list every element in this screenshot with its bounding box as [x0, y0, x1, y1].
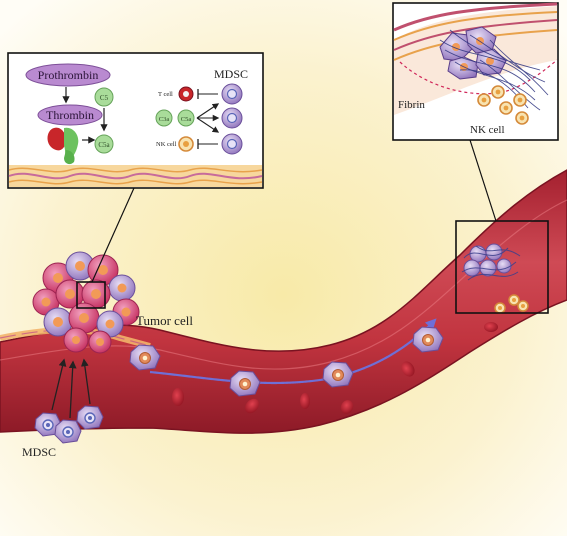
- c5a-small-label: C5a: [181, 116, 192, 123]
- red-blood-cells: [172, 322, 498, 414]
- fibrin-fibers: [439, 29, 549, 111]
- tumor-cell-label: Tumor cell: [136, 313, 193, 328]
- mdsc-cells-outside: [34, 405, 104, 444]
- mdsc-label: MDSC: [22, 445, 56, 459]
- nk-cells-inset: [477, 85, 529, 125]
- circulating-tumor-cells: [129, 326, 444, 397]
- c3a-icon: [155, 109, 173, 127]
- mdsc-icon-3: [221, 133, 243, 155]
- c3a-label: C3a: [159, 116, 170, 123]
- nk-cell-label-left: NK cell: [156, 141, 177, 148]
- thrombin-shape: [37, 104, 103, 126]
- c5a-to-mdsc-arrow-1: [196, 103, 220, 119]
- prothrombin-label: Prothrombin: [38, 68, 99, 82]
- fibrin-inset: Fibrin NK cell: [392, 2, 559, 141]
- mdsc-recruitment-arrows: [51, 358, 91, 419]
- thrombin-enzyme-icon: [47, 127, 79, 165]
- tumor-zoom-box: [76, 281, 106, 309]
- circulation-flow-arrow: [149, 318, 437, 385]
- left-inset-connector: [91, 187, 135, 283]
- fibrin-label: Fibrin: [398, 99, 425, 111]
- c5a-shape: [94, 134, 114, 154]
- thrombin-label: Thrombin: [46, 108, 94, 122]
- right-inset-connector: [469, 139, 497, 222]
- prothrombin-shape: [25, 63, 111, 87]
- c5-shape: [94, 87, 114, 107]
- nk-cell-label-right: NK cell: [470, 124, 505, 136]
- nk-cell-icon-left: [178, 136, 194, 152]
- endothelium-strip: [8, 165, 263, 187]
- c5a-small-icon: [177, 109, 195, 127]
- c5a-label: C5a: [98, 141, 110, 149]
- c5a-to-mdsc-arrow-3: [196, 117, 220, 133]
- tumor-cluster: [32, 251, 140, 354]
- t-cell-icon: [178, 86, 194, 102]
- mdsc-inset-title: MDSC: [214, 67, 248, 81]
- fibrin-zoom-region: [455, 220, 549, 314]
- nk-cells-vessel: [494, 294, 529, 314]
- mdsc-icon-1: [221, 83, 243, 105]
- c5-label: C5: [100, 94, 109, 102]
- mdsc-icon-2: [221, 107, 243, 129]
- t-cell-label: T cell: [158, 91, 173, 98]
- coagulation-inset: Prothrombin Thrombin C5 C5a MDSC T cell …: [7, 52, 264, 189]
